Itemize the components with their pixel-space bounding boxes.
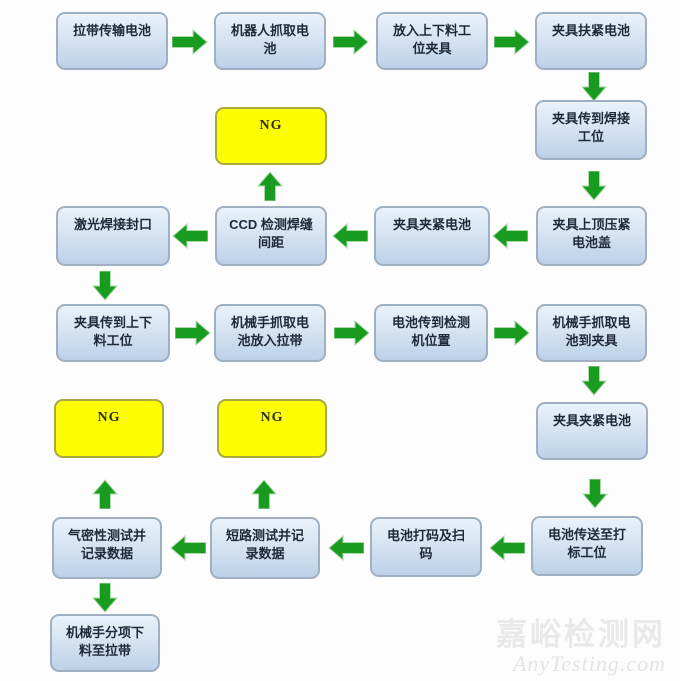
arrow-left-icon <box>489 534 525 562</box>
flow-node-ng-3: NG <box>217 399 327 458</box>
arrow-up-icon <box>256 171 284 201</box>
watermark-site-name: 嘉峪检测网 <box>496 617 666 653</box>
arrow-left-icon <box>328 534 364 562</box>
arrow-left-icon <box>170 534 206 562</box>
flow-node-airtight-test-record: 气密性测试并 记录数据 <box>52 517 162 579</box>
arrow-down-icon <box>91 271 119 301</box>
arrow-down-icon <box>91 583 119 613</box>
flow-node-fixture-to-welding-station: 夹具传到焊接 工位 <box>535 100 647 160</box>
arrow-down-icon <box>581 479 609 509</box>
arrow-right-icon <box>334 319 370 347</box>
watermark-site-url: AnyTesting.com <box>512 650 666 676</box>
flow-node-battery-coding-scanning: 电池打码及扫 码 <box>370 517 482 577</box>
flow-node-robot-pick-battery: 机器人抓取电 池 <box>214 12 326 70</box>
arrow-right-icon <box>172 28 208 56</box>
arrow-down-icon <box>580 366 608 396</box>
arrow-left-icon <box>172 222 208 250</box>
arrow-right-icon <box>175 319 211 347</box>
arrow-left-icon <box>332 222 368 250</box>
flow-node-belt-feed-battery: 拉带传输电池 <box>56 12 168 70</box>
flow-node-laser-seal-welding: 激光焊接封口 <box>56 206 170 266</box>
arrow-down-icon <box>580 171 608 201</box>
flow-node-short-circuit-test-record: 短路测试并记 录数据 <box>210 517 320 579</box>
watermark: 嘉峪检测网 AnyTesting.com <box>496 619 666 675</box>
flow-node-place-into-loading-fixture: 放入上下料工 位夹具 <box>376 12 488 70</box>
flow-node-ng-2: NG <box>54 399 164 458</box>
flow-node-robot-pick-battery-to-fixture: 机械手抓取电 池到夹具 <box>536 304 647 362</box>
flow-node-ccd-weld-seam-inspection: CCD 检测焊缝 间距 <box>215 206 327 266</box>
flow-node-fixture-to-loading-station: 夹具传到上下 料工位 <box>56 304 170 362</box>
arrow-down-icon <box>580 72 608 102</box>
flow-node-ng-1: NG <box>215 107 327 165</box>
arrow-right-icon <box>333 28 369 56</box>
flow-node-robot-place-battery-to-belt: 机械手抓取电 池放入拉带 <box>214 304 326 362</box>
flow-node-fixture-clamp-battery: 夹具夹紧电池 <box>374 206 490 266</box>
flow-node-battery-to-marking-station: 电池传送至打 标工位 <box>531 516 643 576</box>
arrow-right-icon <box>494 28 530 56</box>
arrow-right-icon <box>494 319 530 347</box>
flow-node-fixture-press-battery-cover: 夹具上顶压紧 电池盖 <box>536 206 647 266</box>
flow-node-battery-to-tester-position: 电池传到检测 机位置 <box>374 304 488 362</box>
arrow-up-icon <box>91 479 119 509</box>
arrow-up-icon <box>250 479 278 509</box>
flow-node-robot-sort-unload-to-belt: 机械手分项下 料至拉带 <box>50 614 160 672</box>
arrow-left-icon <box>492 222 528 250</box>
flow-node-fixture-hold-battery: 夹具扶紧电池 <box>535 12 647 70</box>
flow-node-fixture-clamp-battery-2: 夹具夹紧电池 <box>536 402 648 460</box>
